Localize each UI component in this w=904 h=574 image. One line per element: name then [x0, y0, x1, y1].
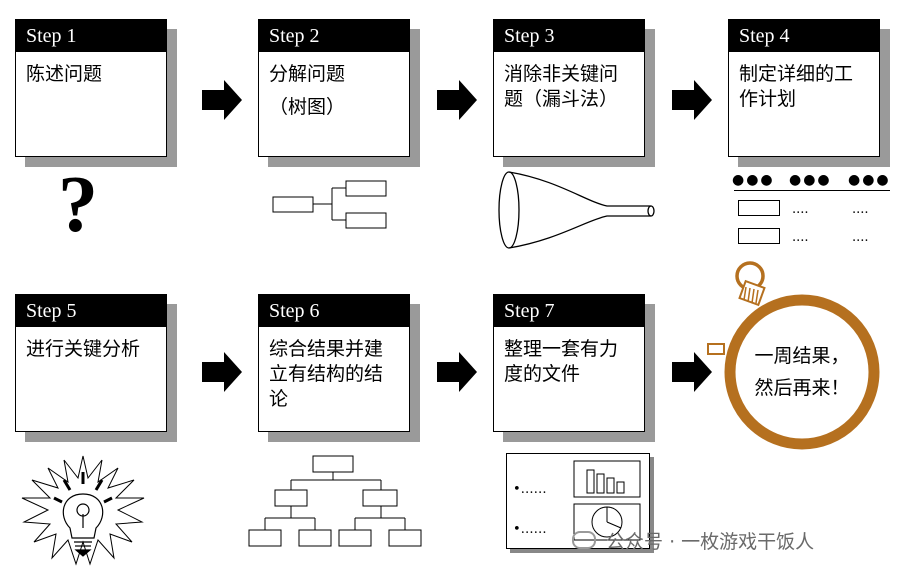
step-3-box: Step 3 消除非关键问 题（漏斗法）	[493, 19, 655, 167]
step-header: Step 2	[259, 20, 409, 52]
divider	[734, 190, 850, 191]
ellipsis: ....	[852, 230, 869, 245]
step-5-box: Step 5 进行关键分析	[15, 294, 177, 442]
step-text: 综合结果并建 立有结构的结 论	[269, 337, 403, 412]
step-text-line: 陈述问题	[26, 63, 103, 85]
arrow-right-icon	[202, 80, 242, 120]
step-header: Step 3	[494, 20, 644, 52]
stopwatch-icon	[707, 261, 880, 450]
watermark: 公众号 · 一枚游戏干饭人	[572, 527, 814, 554]
clock-caption-line: 然后再来！	[754, 377, 850, 399]
step-box: Step 1 陈述问题	[15, 19, 167, 157]
question-mark-icon: ?	[58, 161, 98, 249]
step-header: Step 7	[494, 295, 644, 327]
task-box	[738, 228, 780, 244]
step-1-box: Step 1 陈述问题	[15, 19, 177, 167]
hierarchy-chart-icon	[248, 455, 422, 547]
ellipsis: ....	[792, 230, 809, 245]
step-4-box: Step 4 制定详细的工 作计划	[728, 19, 890, 167]
charts-icon	[573, 460, 641, 541]
step-text: 制定详细的工 作计划	[739, 62, 873, 112]
light-bulb-icon	[21, 455, 145, 566]
ellipsis: ....	[792, 202, 809, 217]
step-6-box: Step 6 综合结果并建 立有结构的结 论	[258, 294, 420, 442]
step-text-line: 作计划	[739, 88, 797, 110]
step-header: Step 6	[259, 295, 409, 327]
step-box: Step 7 整理一套有力 度的文件	[493, 294, 645, 432]
dots-row: ●●●	[732, 172, 775, 188]
step-text-line: 论	[269, 388, 289, 410]
step-text-line: （树图）	[269, 96, 346, 118]
step-header: Step 1	[16, 20, 166, 52]
step-text: 消除非关键问 题（漏斗法）	[504, 62, 638, 112]
step-box: Step 6 综合结果并建 立有结构的结 论	[258, 294, 410, 432]
step-text: 整理一套有力 度的文件	[504, 337, 638, 387]
arrow-right-icon	[672, 352, 712, 392]
step-header: Step 4	[729, 20, 879, 52]
ellipsis: ....	[852, 202, 869, 217]
watermark-text: 公众号 · 一枚游戏干饭人	[606, 531, 815, 553]
work-plan-icon: ●●● ●●● ●●● .... .... .... ....	[732, 172, 892, 252]
arrow-right-icon	[672, 80, 712, 120]
step-header: Step 5	[16, 295, 166, 327]
step-text-line: 制定详细的工	[739, 63, 854, 85]
step-text-line: 度的文件	[504, 363, 581, 385]
clock-caption: 一周结果， 然后再来！	[752, 340, 852, 404]
dots-row: ●●●	[848, 172, 891, 188]
step-box: Step 3 消除非关键问 题（漏斗法）	[493, 19, 645, 157]
divider	[848, 190, 890, 191]
arrow-right-icon	[202, 352, 242, 392]
step-text-line: 进行关键分析	[26, 338, 141, 360]
step-text-line: 综合结果并建	[269, 338, 384, 360]
step-7-box: Step 7 整理一套有力 度的文件	[493, 294, 655, 442]
step-text: 陈述问题	[26, 62, 160, 87]
step-text-line: 整理一套有力	[504, 338, 619, 360]
step-box: Step 2 分解问题 （树图）	[258, 19, 410, 157]
task-box	[738, 200, 780, 216]
step-text-line: 立有结构的结	[269, 363, 384, 385]
bullet-line: •……	[513, 522, 547, 537]
tree-diagram-icon	[272, 180, 387, 229]
dots-row: ●●●	[789, 172, 832, 188]
arrow-right-icon	[437, 352, 477, 392]
step-text: 进行关键分析	[26, 337, 160, 362]
step-2-box: Step 2 分解问题 （树图）	[258, 19, 420, 167]
bullet-line: •……	[513, 482, 547, 497]
step-text-line: 分解问题	[269, 63, 346, 85]
step-box: Step 5 进行关键分析	[15, 294, 167, 432]
step-text-line: 消除非关键问	[504, 63, 619, 85]
step-text: 分解问题 （树图）	[269, 62, 403, 120]
arrow-right-icon	[437, 80, 477, 120]
funnel-icon	[498, 171, 655, 249]
wechat-icon	[572, 531, 596, 549]
clock-caption-line: 一周结果，	[754, 345, 850, 367]
step-box: Step 4 制定详细的工 作计划	[728, 19, 880, 157]
step-text-line: 题（漏斗法）	[504, 88, 619, 110]
